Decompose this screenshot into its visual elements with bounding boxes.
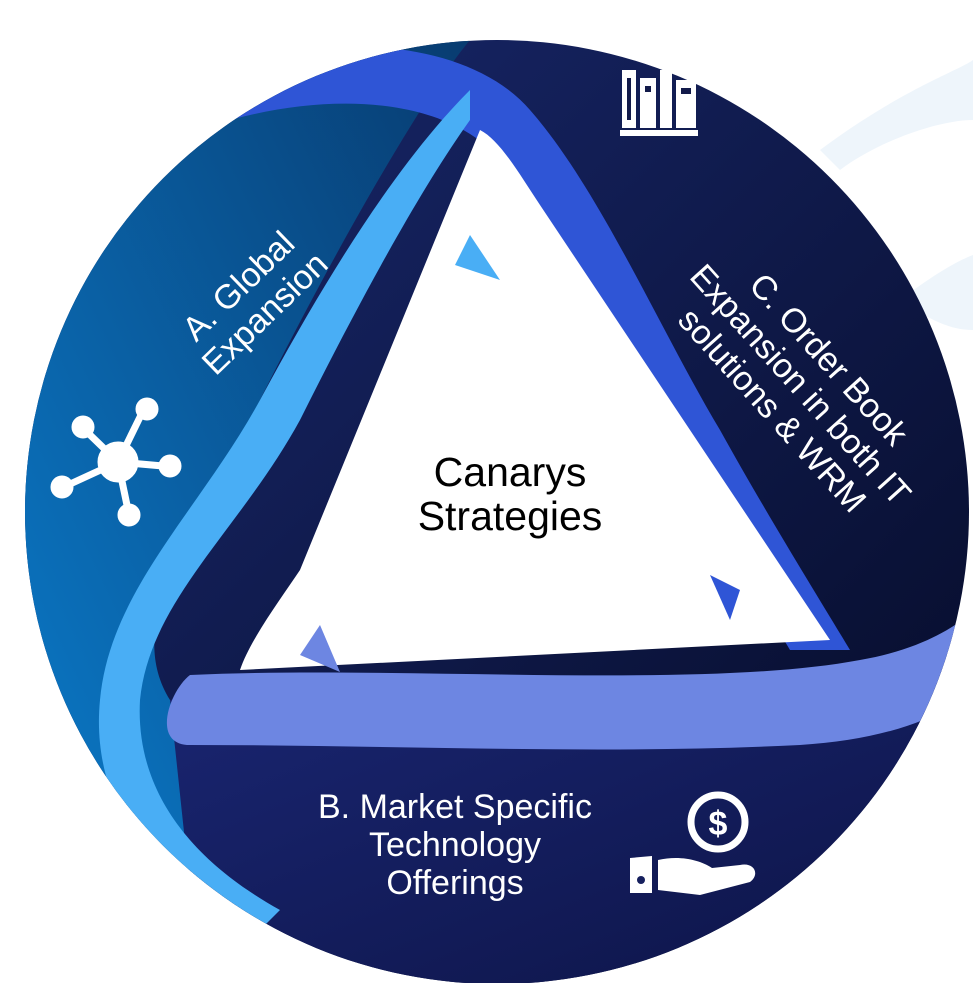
triangle-notch (300, 625, 340, 672)
triangle-notch (710, 575, 740, 620)
band-light-blue (98, 90, 471, 940)
band-lavender (166, 610, 969, 750)
background-swoosh (820, 60, 973, 170)
segment-b-label-line: Offerings (386, 864, 524, 903)
center-title-line: Strategies (417, 493, 603, 540)
segment-b-label-line: Technology (368, 826, 541, 865)
center-triangle (240, 130, 830, 670)
center-title: Canarys Strategies (360, 450, 660, 539)
hand-dollar-icon: $ (630, 791, 756, 895)
segment-b-label: B. Market Specific Technology Offerings (270, 788, 640, 902)
svg-text:$: $ (709, 805, 728, 843)
network-icon (50, 397, 182, 527)
center-title-line: Canarys (433, 449, 587, 495)
triangle-notch (455, 235, 500, 280)
segment-b-label-line: B. Market Specific (318, 788, 592, 826)
books-icon (620, 70, 698, 136)
